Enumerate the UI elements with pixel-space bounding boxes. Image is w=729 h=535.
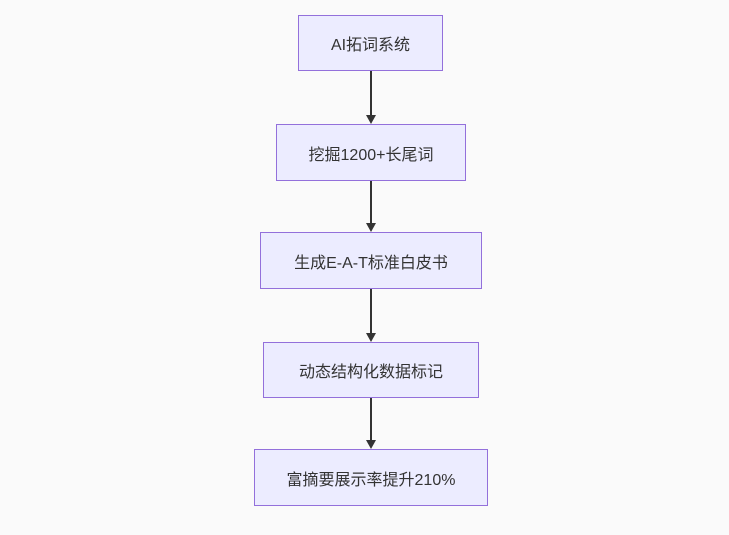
flowchart-node-structured-data-markup: 动态结构化数据标记 xyxy=(263,342,479,398)
arrow-down-icon xyxy=(366,115,376,124)
flowchart-arrow-1 xyxy=(366,71,376,124)
arrow-down-icon xyxy=(366,440,376,449)
flowchart-arrow-4 xyxy=(366,398,376,449)
flowchart-arrow-2 xyxy=(366,181,376,232)
flowchart-node-ai-word-expansion: AI拓词系统 xyxy=(298,15,443,71)
arrow-line xyxy=(370,289,372,333)
arrow-line xyxy=(370,398,372,440)
flowchart-node-rich-snippet-result: 富摘要展示率提升210% xyxy=(254,449,488,506)
flowchart-arrow-3 xyxy=(366,289,376,342)
flowchart-node-eat-whitepaper: 生成E-A-T标准白皮书 xyxy=(260,232,482,289)
arrow-down-icon xyxy=(366,223,376,232)
arrow-down-icon xyxy=(366,333,376,342)
arrow-line xyxy=(370,71,372,115)
flowchart-node-longtail-mining: 挖掘1200+长尾词 xyxy=(276,124,466,181)
arrow-line xyxy=(370,181,372,223)
